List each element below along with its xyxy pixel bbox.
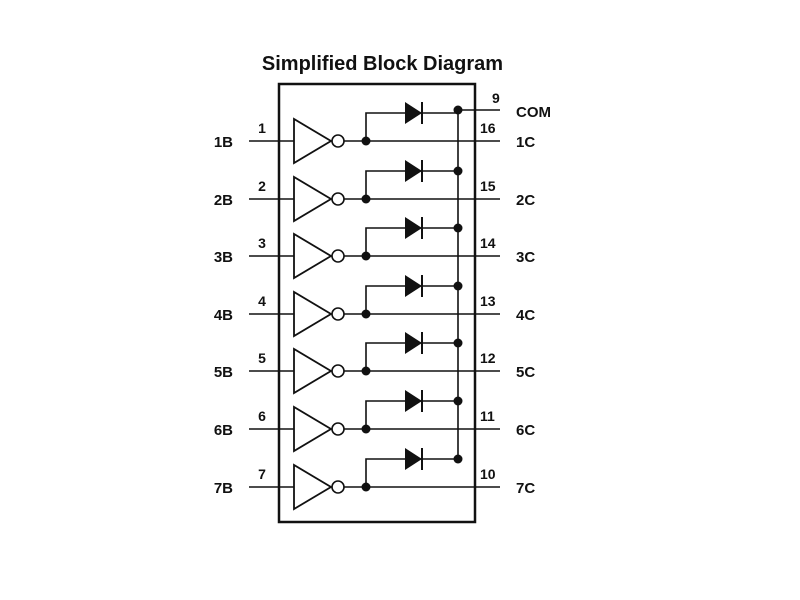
- input-pin-number: 7: [258, 466, 266, 482]
- output-label: 6C: [516, 422, 535, 439]
- output-label: 1C: [516, 134, 535, 151]
- diode-wire: [365, 400, 458, 429]
- output-pin-number: 11: [480, 408, 495, 424]
- junction-dot-com: [453, 338, 463, 348]
- inverter-triangle: [293, 405, 333, 453]
- output-pin-number: 10: [480, 466, 496, 482]
- channel-5: 5B 5 12 5C: [214, 332, 535, 395]
- output-label: 5C: [516, 364, 535, 381]
- input-pin-number: 4: [258, 293, 266, 309]
- junction-dot-com: [453, 166, 463, 176]
- output-pin-number: 12: [480, 350, 496, 366]
- output-pin-number: 14: [480, 235, 496, 251]
- diode-triangle: [405, 217, 422, 239]
- diode-wire: [365, 285, 458, 314]
- input-pin-number: 1: [258, 120, 266, 136]
- diode-triangle: [405, 390, 422, 412]
- channel-1: 1B 1 16 1C: [214, 102, 535, 165]
- input-pin-number: 6: [258, 408, 266, 424]
- input-label: 3B: [214, 249, 233, 266]
- inverter-bubble: [331, 480, 345, 494]
- input-pin-number: 2: [258, 178, 266, 194]
- diode-wire: [365, 342, 458, 371]
- inverter-bubble: [331, 134, 345, 148]
- channels-layer: 1B 1 16 1C 2B 2 15 2C 3B 3 14 3C 4B 4 13 4C 5B 5 12 5C 6B 6 11…: [214, 102, 535, 511]
- output-pin-number: 13: [480, 293, 496, 309]
- inverter-triangle: [293, 347, 333, 395]
- inverter-triangle: [293, 117, 333, 165]
- inverter-bubble: [331, 422, 345, 436]
- channel-2: 2B 2 15 2C: [214, 160, 535, 223]
- diode-triangle: [405, 448, 422, 470]
- input-label: 1B: [214, 134, 233, 151]
- channel-7: 7B 7 10 7C: [214, 448, 535, 511]
- diode-wire: [365, 227, 458, 256]
- inverter-triangle: [293, 290, 333, 338]
- diode-wire: [365, 458, 458, 487]
- junction-dot-com: [453, 281, 463, 291]
- diode-triangle: [405, 160, 422, 182]
- output-label: 4C: [516, 307, 535, 324]
- diode-wire: [365, 112, 458, 141]
- input-label: 6B: [214, 422, 233, 439]
- junction-dot-com: [453, 454, 463, 464]
- com-pin-number: 9: [492, 90, 500, 106]
- junction-dot-com: [453, 396, 463, 406]
- diagram-title: Simplified Block Diagram: [261, 53, 504, 75]
- diode-triangle: [405, 102, 422, 124]
- ic-package-outline: [277, 82, 477, 524]
- junction-dot-com: [453, 223, 463, 233]
- input-label: 5B: [214, 364, 233, 381]
- inverter-bubble: [331, 249, 345, 263]
- com-label: COM: [516, 104, 551, 121]
- diode-triangle: [405, 332, 422, 354]
- input-pin-number: 3: [258, 235, 266, 251]
- input-pin-number: 5: [258, 350, 266, 366]
- inverter-bubble: [331, 192, 345, 206]
- output-pin-number: 15: [480, 178, 496, 194]
- input-label: 7B: [214, 480, 233, 497]
- channel-6: 6B 6 11 6C: [214, 390, 535, 453]
- channel-3: 3B 3 14 3C: [214, 217, 535, 280]
- output-pin-number: 16: [480, 120, 496, 136]
- inverter-bubble: [331, 364, 345, 378]
- inverter-triangle: [293, 175, 333, 223]
- inverter-triangle: [293, 463, 333, 511]
- diode-wire: [365, 170, 458, 199]
- diode-triangle: [405, 275, 422, 297]
- inverter-bubble: [331, 307, 345, 321]
- output-label: 7C: [516, 480, 535, 497]
- output-label: 2C: [516, 192, 535, 209]
- output-label: 3C: [516, 249, 535, 266]
- input-label: 2B: [214, 192, 233, 209]
- inverter-triangle: [293, 232, 333, 280]
- channel-4: 4B 4 13 4C: [214, 275, 535, 338]
- input-label: 4B: [214, 307, 233, 324]
